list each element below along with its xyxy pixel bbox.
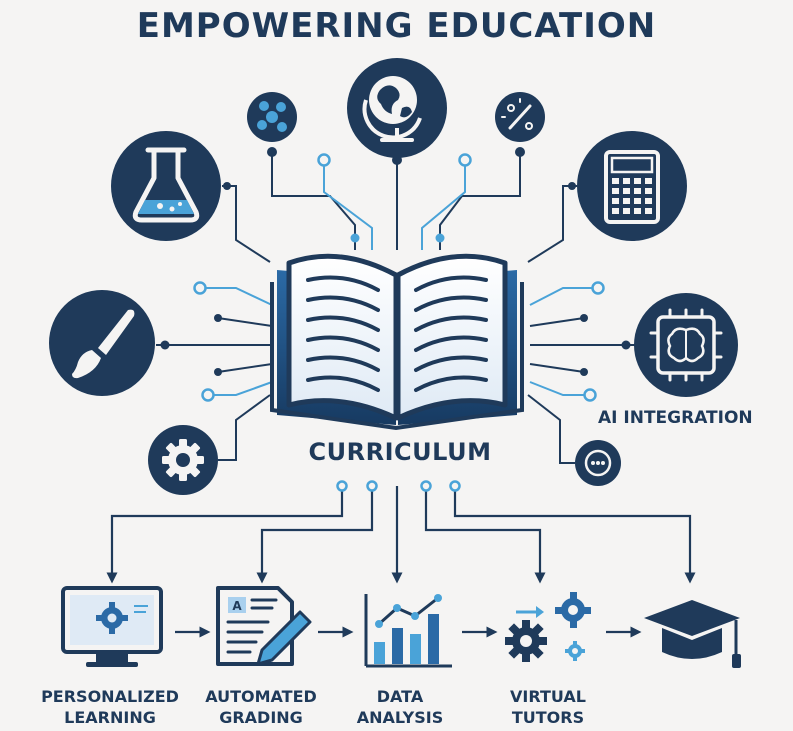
open-book-icon [270, 253, 524, 431]
document-pencil-icon: A [216, 586, 312, 666]
step-label-virtual-tutors: VIRTUAL TUTORS [510, 687, 586, 727]
curriculum-label: CURRICULUM [308, 438, 492, 466]
bar-chart-icon [364, 594, 452, 668]
page-title: EMPOWERING EDUCATION [136, 6, 657, 46]
globe-icon [347, 58, 447, 158]
chat-icon [575, 440, 621, 486]
ai-integration-label: AI INTEGRATION [598, 408, 753, 428]
ai-chip-icon [634, 293, 738, 397]
molecule-icon [247, 92, 297, 142]
connector-lines [156, 147, 636, 464]
flow-arrows [106, 486, 696, 638]
step-label-automated-grading: AUTOMATED GRADING [205, 687, 317, 727]
svg-text:A: A [232, 599, 242, 613]
graduation-cap-icon [644, 600, 741, 668]
gear-icon [148, 425, 218, 495]
step-label-data-analysis: DATA ANALYSIS [356, 687, 444, 727]
gears-icon [505, 592, 591, 662]
flask-icon [111, 131, 221, 241]
paintbrush-icon [49, 290, 155, 396]
step-label-personalized-learning: PERSONALIZED LEARNING [41, 687, 179, 727]
calculator-icon [577, 131, 687, 241]
percent-icon [495, 92, 545, 142]
monitor-gear-icon [61, 586, 163, 667]
